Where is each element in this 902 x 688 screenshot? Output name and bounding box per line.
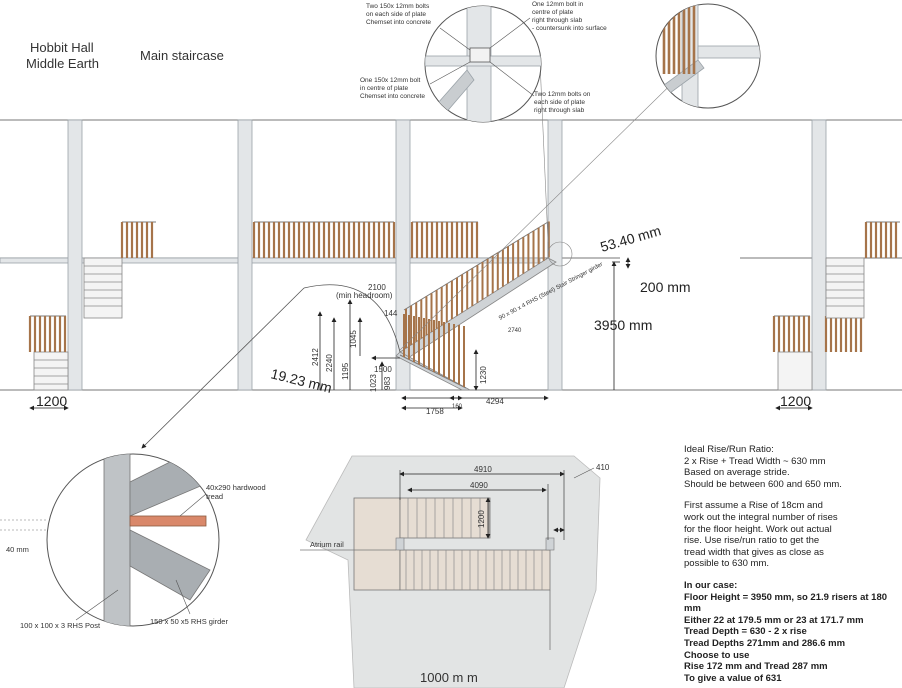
column [547, 119, 563, 391]
note-b-line1: One 150x 12mm bolt [360, 77, 421, 84]
note-a-line2: on each side of plate [366, 11, 426, 18]
riser-label: 200 mm [640, 279, 691, 295]
dim-1023: 1023 [369, 374, 378, 392]
notes-case-line: To give a value of 631 [684, 672, 782, 684]
dim-1758: 1758 [426, 407, 444, 416]
note-c-line2: centre of plate [532, 9, 574, 16]
dim-1195: 1195 [341, 362, 350, 380]
angle-label: 19.23 mm [269, 365, 333, 396]
headroom-note: (min headroom) [336, 291, 393, 300]
dim-2240: 2240 [325, 354, 334, 372]
notes-case-line: Choose to use [684, 649, 750, 661]
bolt-detail-top: Two 150x 12mm bolts on each side of plat… [360, 1, 607, 123]
notes-case-line: Tread Depths 271mm and 286.6 mm [684, 637, 846, 649]
plan-view: Atrium rail 4910 4090 1200 410 1000 m m [300, 455, 610, 688]
notes-case-line: Floor Height = 3950 mm, so 21.9 risers a… [684, 591, 888, 615]
headroom-value: 2100 [368, 283, 386, 292]
column [237, 119, 253, 391]
dim-left-width: 1200 [36, 393, 67, 409]
main-stair [395, 221, 557, 391]
project-title-line2: Middle Earth [26, 56, 99, 71]
dim-1230: 1230 [479, 366, 488, 384]
left-stair [33, 257, 123, 391]
dim-4090: 4090 [470, 481, 488, 490]
elevation-view: 1200 1200 19.23 mm 53.40 mm 200 mm 3950 … [0, 55, 902, 449]
note-d-line1: Two 12mm bolts on [534, 91, 591, 98]
plan-scale-label: 1000 m m [420, 670, 478, 685]
dim-2412: 2412 [311, 348, 320, 366]
design-notes: Ideal Rise/Run Ratio: 2 x Rise + Tread W… [684, 444, 898, 684]
note-c-line4: - countersunk into surface [532, 25, 607, 32]
atrium-rail-label: Atrium rail [310, 540, 344, 549]
note-b-line2: in centre of plate [360, 85, 408, 92]
notes-case-heading: In our case: [684, 579, 738, 591]
note-a-line1: Two 150x 12mm bolts [366, 3, 430, 10]
post-note: 100 x 100 x 3 RHS Post [20, 621, 101, 630]
notes-case-line: Either 22 at 179.5 mm or 23 at 171.7 mm [684, 614, 864, 626]
project-title-line1: Hobbit Hall [30, 40, 94, 55]
dim-1500: 1500 [374, 365, 392, 374]
note-d-line3: right through slab [534, 107, 585, 114]
dim-4910: 4910 [474, 465, 492, 474]
rail-detail-top-right [655, 3, 761, 109]
left-balustrade [28, 315, 864, 352]
dim-right-width: 1200 [780, 393, 811, 409]
dim-160: 160 [452, 404, 463, 410]
dim-40mm: 40 mm [6, 545, 29, 554]
upper-balustrade [120, 221, 900, 258]
note-b-line3: Chemset into concrete [360, 93, 425, 100]
dim-1200-plan: 1200 [477, 510, 486, 528]
dim-410: 410 [596, 463, 610, 472]
notes-case-line: Rise 172 mm and Tread 287 mm [684, 661, 828, 673]
slab-label: 53.40 mm [598, 222, 662, 255]
tread-note-line2: tread [206, 492, 223, 501]
dim-4294: 4294 [486, 397, 504, 406]
notes-case-line: Tread Depth = 630 - 2 x rise [684, 626, 807, 638]
notes-method: First assume a Rise of 18cm and work out… [684, 500, 838, 570]
dim-983: 983 [383, 376, 392, 390]
note-c-line3: right through slab [532, 17, 583, 24]
girder-note-bottom: 150 x 50 x5 RHS girder [150, 617, 228, 626]
drawing-title: Main staircase [140, 48, 224, 63]
tread-detail: 40x290 hardwood tread 40 mm 100 x 100 x … [0, 453, 266, 630]
notes-ratio: Ideal Rise/Run Ratio: 2 x Rise + Tread W… [684, 444, 842, 490]
note-a-line3: Chemset into concrete [366, 19, 431, 26]
dim-144: 144 [384, 309, 398, 318]
note-d-line2: each side of plate [534, 99, 585, 106]
floor-height-label: 3950 mm [594, 317, 652, 333]
tread-note-line1: 40x290 hardwood [206, 483, 266, 492]
girder-dim: 2740 [508, 328, 522, 334]
column [67, 119, 83, 391]
note-c-line1: One 12mm bolt in [532, 1, 584, 8]
column [811, 119, 827, 391]
dim-1045: 1045 [349, 330, 358, 348]
right-stair [777, 257, 865, 391]
